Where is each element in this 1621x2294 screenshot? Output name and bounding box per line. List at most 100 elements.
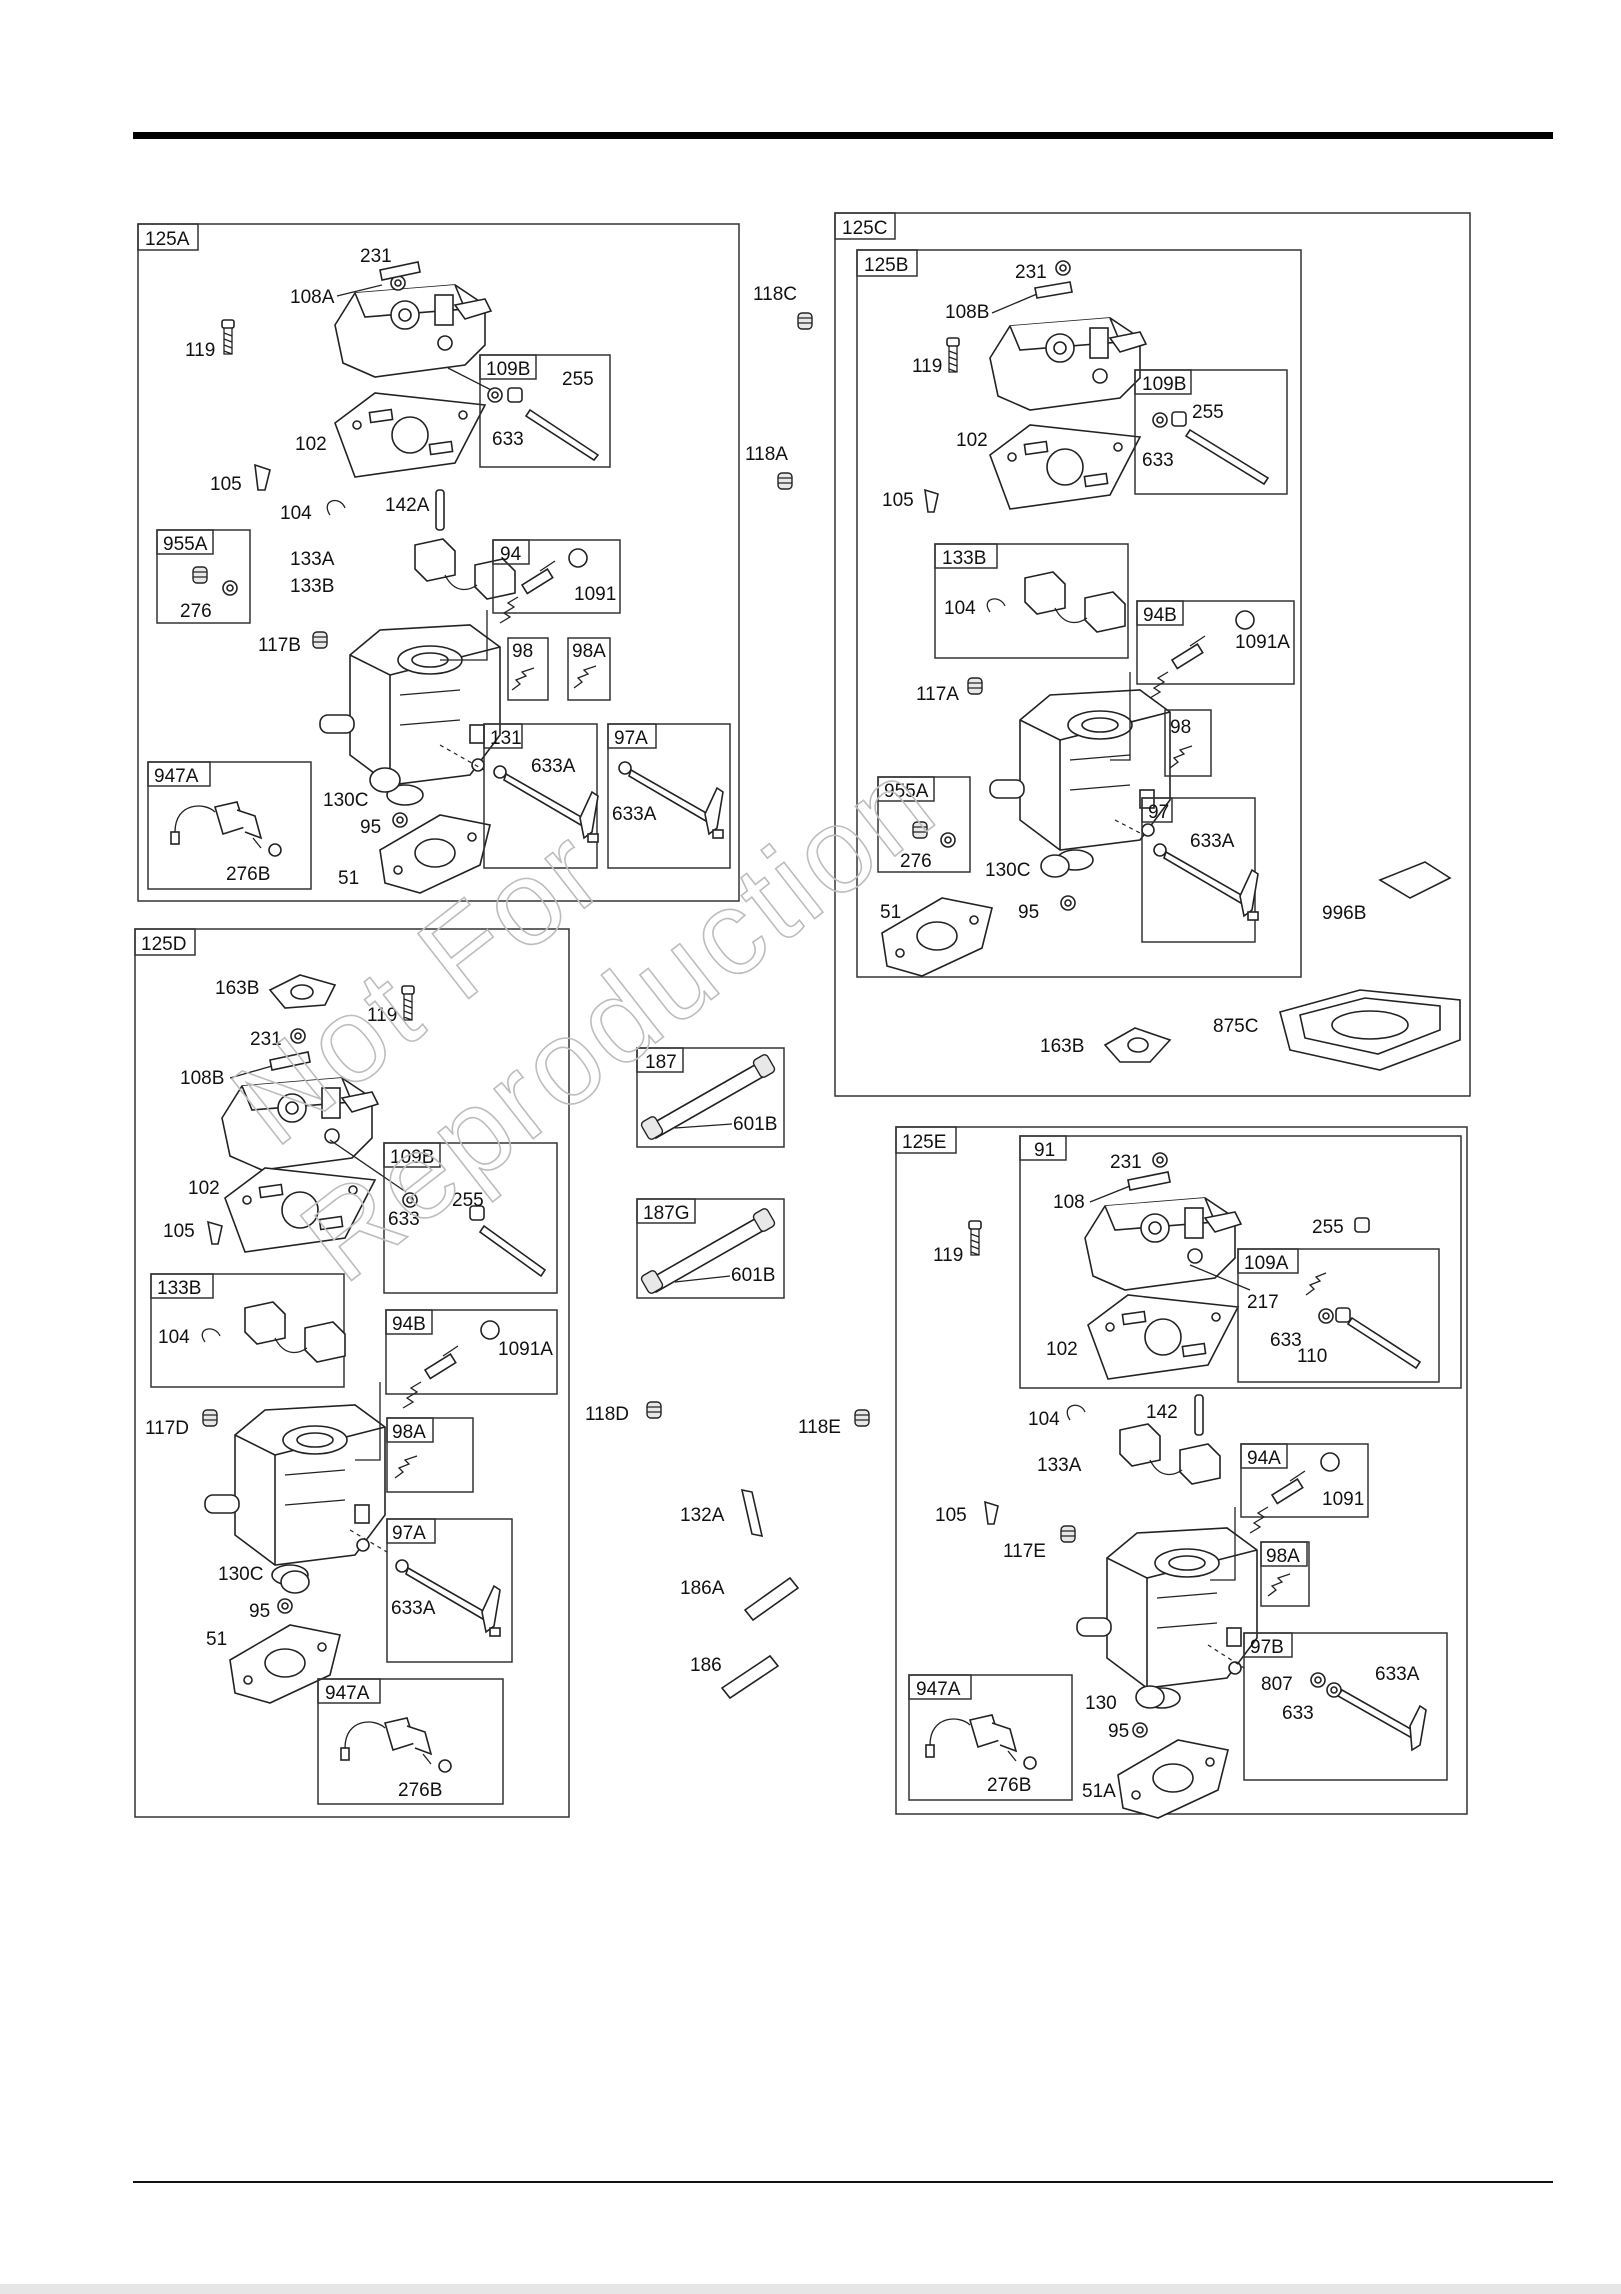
callout-95: 95 bbox=[360, 817, 381, 838]
callout-255: 255 bbox=[1312, 1217, 1344, 1238]
loose-parts-top: 118C 118A bbox=[745, 284, 813, 490]
callout-633a: 633A bbox=[531, 756, 576, 777]
callout-142: 142 bbox=[1146, 1402, 1178, 1423]
callout-102: 102 bbox=[188, 1178, 220, 1199]
header-rule bbox=[133, 132, 1553, 139]
subgroup-955a: 955A 276 bbox=[156, 529, 251, 624]
subgroup-94a: 94A 1091 bbox=[1210, 1443, 1369, 1581]
subgroup-title: 91 bbox=[1034, 1140, 1055, 1161]
subgroup-97: 97 633A bbox=[1114, 797, 1259, 943]
callout-996b: 996B bbox=[1322, 903, 1366, 924]
callout-276b: 276B bbox=[987, 1775, 1031, 1796]
callout-130c: 130C bbox=[218, 1564, 263, 1585]
subgroup-97a: 97A 633A bbox=[349, 1518, 513, 1663]
subgroup-title: 947A bbox=[325, 1683, 370, 1704]
gasket-108a bbox=[379, 261, 421, 281]
callout-51: 51 bbox=[880, 902, 901, 923]
subgroup-title: 97A bbox=[614, 728, 648, 749]
callout-51: 51 bbox=[206, 1629, 227, 1650]
footer-rule bbox=[133, 2181, 1553, 2183]
callout-633: 633 bbox=[388, 1209, 420, 1230]
subgroup-title: 98A bbox=[572, 641, 606, 662]
needle-105 bbox=[254, 463, 271, 491]
callout-95: 95 bbox=[249, 1601, 270, 1622]
callout-108: 108 bbox=[1053, 1192, 1085, 1213]
subgroup-98: 98 bbox=[507, 637, 549, 701]
callout-105: 105 bbox=[882, 490, 914, 511]
subgroup-947a: 947A 276B bbox=[908, 1674, 1073, 1801]
subgroup-131: 131 633A bbox=[439, 723, 599, 869]
callout-108b: 108B bbox=[180, 1068, 224, 1089]
seat-142a bbox=[435, 489, 445, 531]
callout-108a: 108A bbox=[290, 287, 335, 308]
callout-95: 95 bbox=[1018, 902, 1039, 923]
callout-217: 217 bbox=[1247, 1292, 1279, 1313]
callout-601b: 601B bbox=[731, 1265, 775, 1286]
subgroup-187g: 187G 601B bbox=[636, 1198, 785, 1299]
callout-142a: 142A bbox=[385, 495, 430, 516]
callout-633: 633 bbox=[1282, 1703, 1314, 1724]
part-186a bbox=[743, 1576, 800, 1622]
subgroup-109b: 109B 255 633 bbox=[1134, 369, 1288, 495]
callout-102: 102 bbox=[1046, 1339, 1078, 1360]
callout-130: 130 bbox=[1085, 1693, 1117, 1714]
subgroup-98a: 98A bbox=[386, 1417, 474, 1493]
carb-cover bbox=[334, 284, 492, 378]
callout-1091a: 1091A bbox=[1235, 632, 1290, 653]
callout-119: 119 bbox=[185, 340, 215, 361]
subgroup-title: 187G bbox=[643, 1203, 689, 1224]
subgroup-title: 98A bbox=[1266, 1546, 1300, 1567]
callout-633a: 633A bbox=[391, 1598, 436, 1619]
subgroup-title: 98A bbox=[392, 1422, 426, 1443]
callout-118a: 118A bbox=[745, 444, 788, 465]
subgroup-title: 94B bbox=[1143, 605, 1177, 626]
callout-875c: 875C bbox=[1213, 1016, 1258, 1037]
callout-276: 276 bbox=[900, 851, 932, 872]
callout-633a: 633A bbox=[1190, 831, 1235, 852]
callout-186: 186 bbox=[690, 1655, 722, 1676]
subgroup-title: 98 bbox=[1170, 717, 1191, 738]
part-186 bbox=[720, 1654, 780, 1700]
carb-body bbox=[319, 624, 501, 806]
callout-119: 119 bbox=[912, 356, 942, 377]
group-125c: 125C 125B 231 108B 119 102 105 117A 130C bbox=[834, 212, 1471, 1097]
part-996b bbox=[1378, 861, 1452, 899]
callout-117d: 117D bbox=[145, 1418, 189, 1439]
callout-102: 102 bbox=[956, 430, 988, 451]
subgroup-title: 94A bbox=[1247, 1448, 1281, 1469]
subgroup-title: 133B bbox=[942, 548, 986, 569]
group-title: 125B bbox=[864, 255, 908, 276]
subgroup-title: 109B bbox=[486, 359, 530, 380]
subgroup-title: 98 bbox=[512, 641, 533, 662]
group-title: 125E bbox=[902, 1132, 946, 1153]
callout-104: 104 bbox=[158, 1327, 190, 1348]
screw-95 bbox=[392, 812, 408, 828]
callout-1091: 1091 bbox=[1322, 1489, 1364, 1510]
subgroup-title: 955A bbox=[884, 781, 929, 802]
subgroup-97b: 97B 807 633A 633 bbox=[1207, 1632, 1448, 1781]
callout-117a: 117A bbox=[916, 684, 959, 705]
part-875c bbox=[1279, 989, 1461, 1071]
callout-633: 633 bbox=[1142, 450, 1174, 471]
callout-119: 119 bbox=[367, 1005, 397, 1026]
callout-117b: 117B bbox=[258, 635, 301, 656]
callout-104: 104 bbox=[1028, 1409, 1060, 1430]
callout-133a: 133A bbox=[1037, 1455, 1082, 1476]
callout-231: 231 bbox=[1015, 262, 1047, 283]
callout-133a: 133A bbox=[290, 549, 335, 570]
part-132a bbox=[740, 1488, 764, 1538]
subgroup-title: 94B bbox=[392, 1314, 426, 1335]
subgroup-133b: 133B 104 bbox=[150, 1273, 346, 1388]
subgroup-98a: 98A bbox=[567, 637, 611, 701]
subgroup-title: 97 bbox=[1148, 802, 1169, 823]
callout-276: 276 bbox=[180, 601, 212, 622]
subgroup-title: 947A bbox=[916, 1679, 961, 1700]
callout-231: 231 bbox=[250, 1029, 282, 1050]
callout-102: 102 bbox=[295, 434, 327, 455]
group-title: 125C bbox=[842, 218, 887, 239]
group-title: 125A bbox=[145, 229, 190, 250]
subgroup-title: 109A bbox=[1244, 1253, 1289, 1274]
group-125e: 125E 91 231 108 255 102 109A bbox=[895, 1126, 1468, 1819]
screw bbox=[221, 319, 235, 355]
plug bbox=[312, 631, 328, 649]
